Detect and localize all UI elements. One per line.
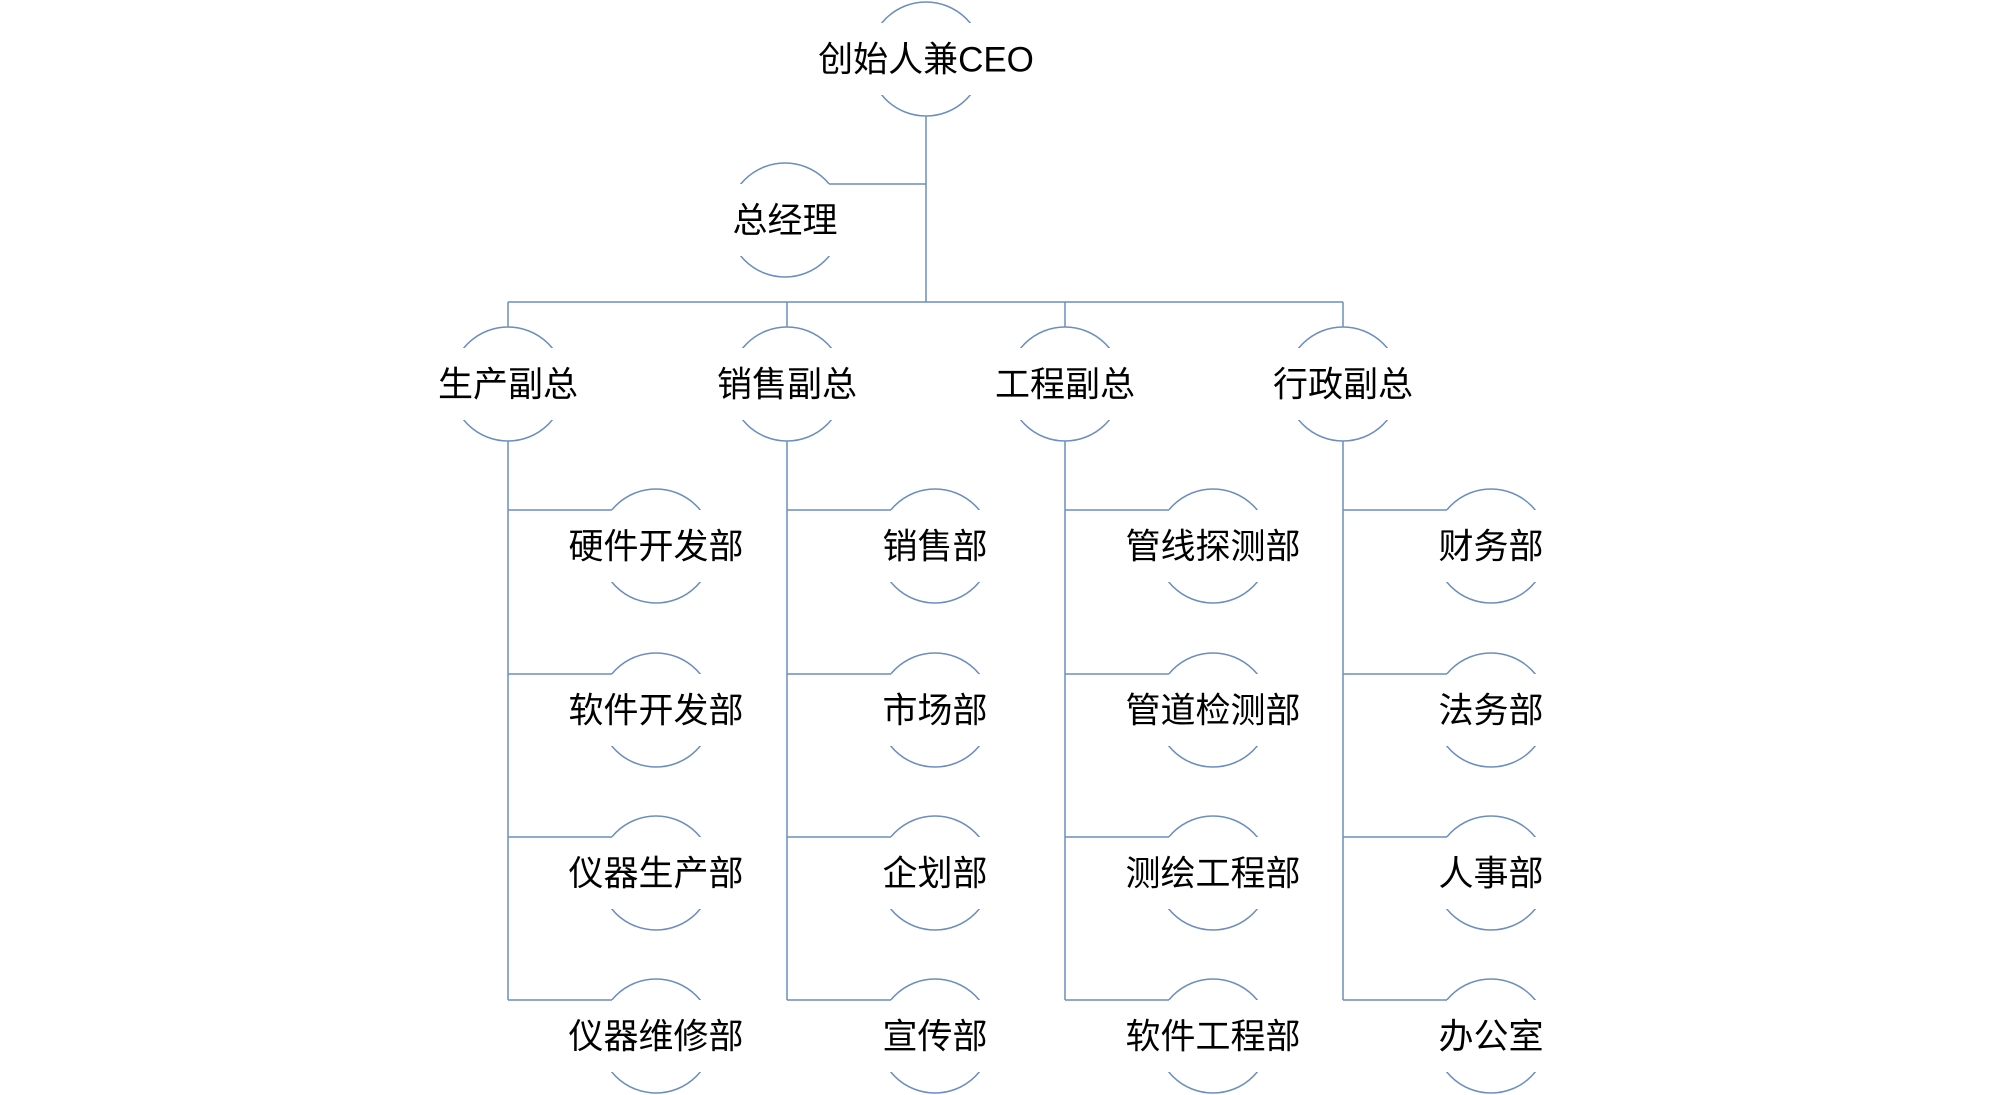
node-label-mask <box>544 674 768 746</box>
node-label-mask <box>673 184 897 256</box>
node-label-mask <box>823 674 1047 746</box>
node-label-dept-3-3: 办公室 <box>1438 1018 1543 1057</box>
node-label-mask <box>823 837 1047 909</box>
org-node-dept-3-0[interactable] <box>1379 488 1603 604</box>
node-label-mask <box>1101 674 1325 746</box>
node-labels: 创始人兼CEO 总经理 生产副总 销售副总 工程副总 行政副总 硬件开发部 软件… <box>438 41 1544 1057</box>
node-label-vp-0: 生产副总 <box>438 366 578 405</box>
org-node-dept-0-2[interactable] <box>544 815 768 931</box>
org-node-dept-0-0[interactable] <box>544 488 768 604</box>
node-label-dept-0-1: 软件开发部 <box>568 692 743 731</box>
org-node-dept-1-0[interactable] <box>823 488 1047 604</box>
node-label-dept-2-1: 管道检测部 <box>1125 692 1300 731</box>
node-label-dept-1-2: 企划部 <box>882 855 987 894</box>
node-label-dept-0-2: 仪器生产部 <box>568 855 743 894</box>
node-label-vp-3: 行政副总 <box>1273 366 1413 405</box>
node-label-mask <box>675 348 899 420</box>
node-label-mask <box>544 510 768 582</box>
org-node-dept-3-1[interactable] <box>1379 652 1603 768</box>
org-node-vp-2[interactable] <box>953 326 1177 442</box>
node-label-mask <box>1231 348 1455 420</box>
org-node-dept-1-1[interactable] <box>823 652 1047 768</box>
node-label-mask <box>1101 837 1325 909</box>
node-label-mask <box>823 510 1047 582</box>
org-node-dept-3-3[interactable] <box>1379 978 1603 1094</box>
node-label-mask <box>953 348 1177 420</box>
node-label-dept-0-3: 仪器维修部 <box>568 1018 743 1057</box>
org-node-dept-1-2[interactable] <box>823 815 1047 931</box>
node-label-mask <box>1379 1000 1603 1072</box>
node-label-dept-3-0: 财务部 <box>1438 528 1543 567</box>
org-node-vp-0[interactable] <box>396 326 620 442</box>
node-label-ceo: 创始人兼CEO <box>818 41 1034 80</box>
node-label-general-manager: 总经理 <box>732 202 837 241</box>
node-label-dept-1-1: 市场部 <box>882 692 987 731</box>
org-node-dept-0-1[interactable] <box>544 652 768 768</box>
node-label-mask <box>1101 1000 1325 1072</box>
node-label-dept-2-0: 管线探测部 <box>1125 528 1300 567</box>
node-label-mask <box>396 348 620 420</box>
node-label-dept-1-0: 销售部 <box>882 528 987 567</box>
org-node-dept-2-0[interactable] <box>1101 488 1325 604</box>
node-label-dept-3-2: 人事部 <box>1438 855 1543 894</box>
org-node-general-manager[interactable] <box>673 162 897 278</box>
org-node-dept-0-3[interactable] <box>544 978 768 1094</box>
node-label-mask <box>814 23 1038 95</box>
node-label-dept-0-0: 硬件开发部 <box>568 528 743 567</box>
org-node-dept-1-3[interactable] <box>823 978 1047 1094</box>
org-node-dept-2-3[interactable] <box>1101 978 1325 1094</box>
node-label-vp-1: 销售副总 <box>717 366 857 405</box>
connector-lines <box>507 116 1447 1001</box>
org-node-ceo[interactable] <box>814 1 1038 117</box>
node-label-vp-2: 工程副总 <box>995 366 1135 405</box>
node-label-mask <box>544 1000 768 1072</box>
node-label-mask <box>1379 837 1603 909</box>
node-label-mask <box>823 1000 1047 1072</box>
org-node-dept-3-2[interactable] <box>1379 815 1603 931</box>
node-label-dept-2-3: 软件工程部 <box>1125 1018 1300 1057</box>
node-label-mask <box>1379 510 1603 582</box>
node-label-mask <box>544 837 768 909</box>
org-node-dept-2-1[interactable] <box>1101 652 1325 768</box>
node-label-dept-3-1: 法务部 <box>1438 692 1543 731</box>
node-label-dept-1-3: 宣传部 <box>882 1018 987 1057</box>
node-label-mask <box>1379 674 1603 746</box>
node-label-dept-2-2: 测绘工程部 <box>1125 855 1300 894</box>
org-node-dept-2-2[interactable] <box>1101 815 1325 931</box>
node-label-mask <box>1101 510 1325 582</box>
